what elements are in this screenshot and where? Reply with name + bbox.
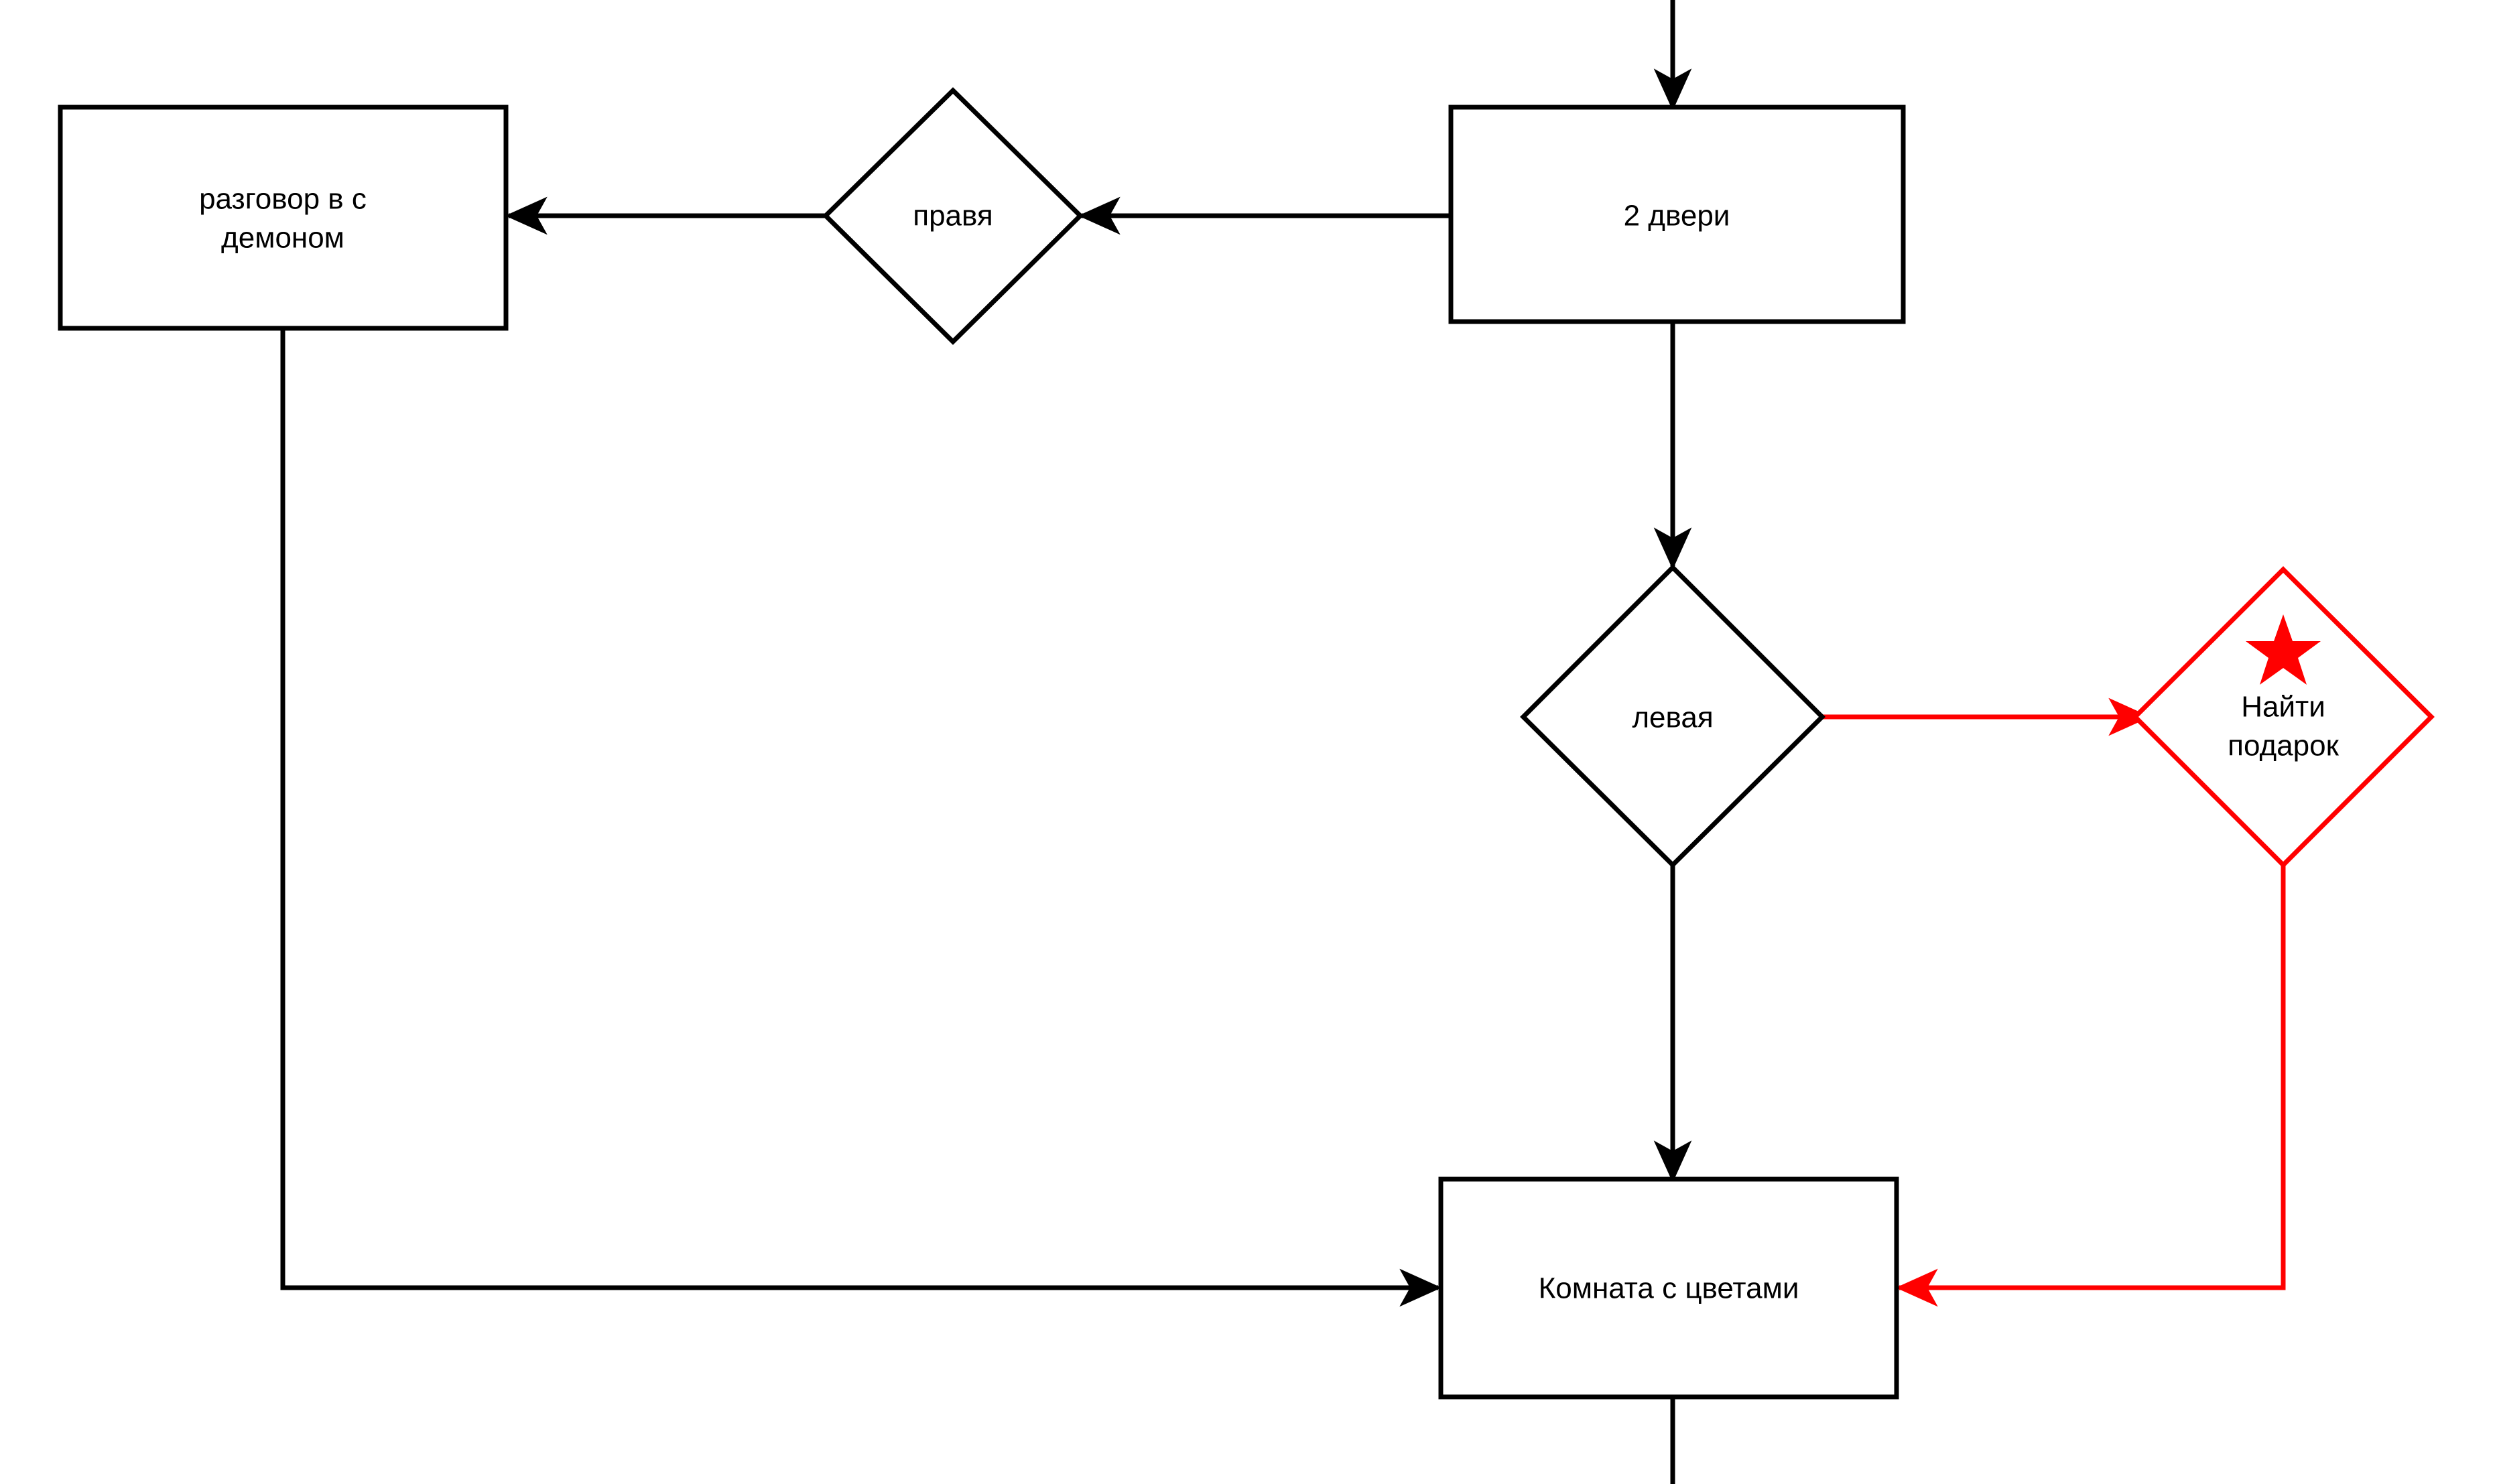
talk-with-demon-label-line2: демоном	[221, 222, 344, 255]
edge-find-gift-to-flower-room	[1895, 866, 2286, 1307]
left-door-diamond[interactable]	[1520, 564, 1826, 868]
flower-room-box[interactable]	[1438, 1176, 1899, 1400]
two-doors-label: 2 двери	[1624, 200, 1730, 232]
left-door-label: левая	[1632, 701, 1713, 734]
star-icon	[2246, 614, 2321, 685]
find-gift-diamond[interactable]	[2132, 566, 2435, 868]
node-two-doors[interactable]: 2 двери	[1448, 105, 1906, 324]
right-door-label: правя	[913, 200, 993, 232]
node-find-gift[interactable]: Найти подарок	[2132, 566, 2435, 868]
talk-with-demon-label-line1: разговор в с	[199, 183, 367, 216]
find-gift-label-line1: Найти	[2241, 691, 2325, 724]
node-left-door[interactable]: левая	[1520, 564, 1826, 868]
node-flower-room[interactable]: Комната с цветами	[1438, 1176, 1899, 1400]
node-talk-with-demon[interactable]: разговор в с демоном	[58, 105, 509, 331]
talk-with-demon-box[interactable]	[58, 105, 509, 331]
right-door-diamond[interactable]	[822, 87, 1084, 345]
find-gift-label-line2: подарок	[2228, 730, 2339, 762]
two-doors-box[interactable]	[1448, 105, 1906, 324]
flower-room-label: Комната с цветами	[1539, 1272, 1799, 1305]
edge-talk-to-flower-room	[280, 328, 1442, 1307]
node-right-door[interactable]: правя	[822, 87, 1084, 345]
